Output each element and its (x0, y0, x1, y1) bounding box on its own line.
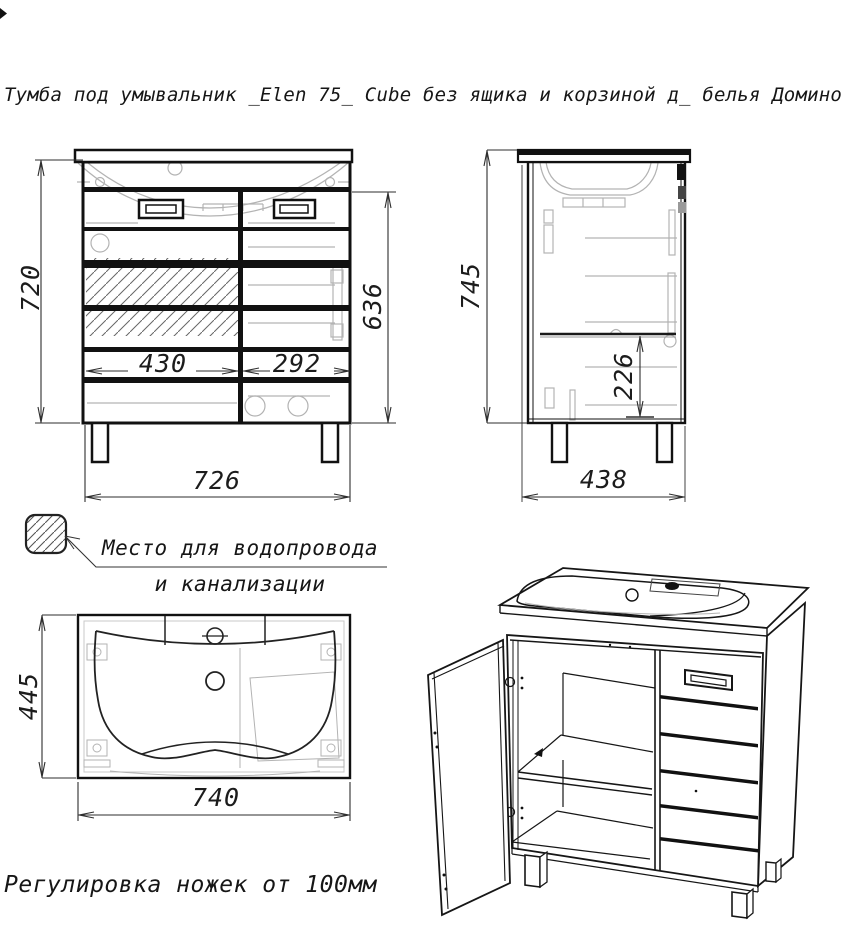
dim-label-front-height: 720 (16, 263, 45, 313)
cursor-artifact (0, 8, 7, 19)
dim-label-front-width: 726 (192, 466, 242, 495)
note-line-1: Место для водопровода (101, 536, 378, 560)
dim-label-side-depth: 438 (579, 465, 629, 494)
dim-label-front-inner-height: 636 (358, 281, 387, 331)
top-view-drawing (38, 613, 352, 821)
dim-label-front-left-width: 430 (138, 349, 188, 378)
water-supply-legend-icon (24, 513, 387, 568)
dim-label-top-depth: 445 (14, 671, 43, 721)
legs-3d (524, 850, 782, 920)
overflow-hole-3d (625, 588, 639, 602)
note-line-2: и канализации (154, 572, 326, 596)
drain-hole (205, 671, 225, 691)
hatched-square-icon (24, 513, 68, 555)
basket-slats (660, 695, 758, 853)
side-view-drawing (483, 148, 692, 502)
dim-label-top-width: 740 (191, 783, 241, 812)
dim-label-front-right-width: 292 (272, 349, 322, 378)
open-door (427, 638, 511, 917)
front-view-drawing (35, 148, 396, 502)
perspective-view-drawing (427, 567, 811, 920)
drawing-title: Тумба под умывальник _Elen 75_ Cube без … (4, 84, 843, 106)
dim-label-side-lower-height: 226 (609, 351, 638, 401)
drawer-handles (137, 198, 317, 220)
dim-label-side-height: 745 (456, 261, 485, 311)
water-area-hatch (86, 258, 238, 336)
legs-adjustment-note: Регулировка ножек от 100мм (4, 872, 378, 898)
faucet-hole-3d (665, 582, 679, 590)
